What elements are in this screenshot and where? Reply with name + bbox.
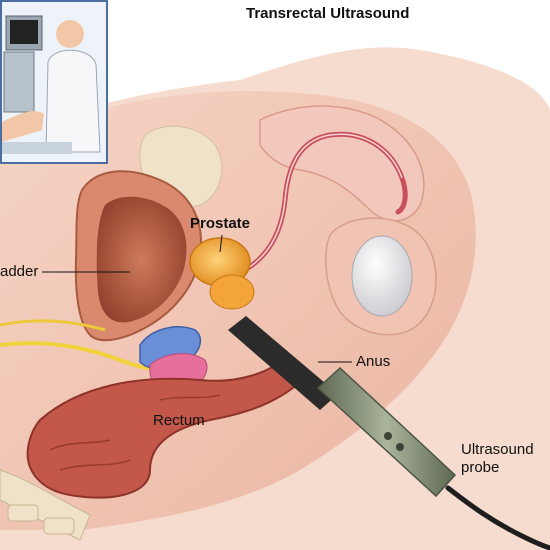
- exam-table: [2, 142, 72, 154]
- monitor-screen: [10, 20, 38, 44]
- testis: [351, 235, 413, 317]
- diagram-title: Transrectal Ultrasound: [246, 5, 410, 22]
- probe-button-2: [396, 443, 404, 451]
- patient-legs: [2, 111, 44, 142]
- doctor-body: [45, 49, 101, 153]
- label-prostate: Prostate: [190, 215, 251, 232]
- label-bladder: adder: [0, 263, 39, 280]
- label-anus: Anus: [356, 353, 391, 370]
- inset-illustration: [2, 2, 106, 162]
- bladder-lumen: [96, 196, 187, 323]
- doctor-head: [56, 20, 84, 48]
- console: [3, 51, 35, 113]
- probe-button-1: [384, 432, 392, 440]
- label-ultrasound: Ultrasound: [461, 441, 534, 458]
- rectum-folds: [49, 394, 221, 471]
- inset-patient-scene: [0, 0, 108, 164]
- probe-tip: [228, 316, 338, 410]
- nerve-bundle-2: [0, 319, 106, 332]
- prostate-leader: [219, 234, 223, 253]
- ultrasound-probe: [228, 316, 550, 550]
- label-rectum: Rectum: [153, 412, 205, 429]
- penis-shaft: [259, 105, 425, 222]
- label-probe: probe: [461, 459, 500, 476]
- probe-handle: [316, 366, 457, 498]
- rectum: [26, 353, 312, 499]
- urethra-inner: [244, 133, 403, 271]
- vertebra-2: [43, 517, 75, 535]
- prostate-lower: [209, 274, 255, 310]
- vertebra-1: [7, 504, 39, 522]
- probe-cable: [445, 485, 550, 550]
